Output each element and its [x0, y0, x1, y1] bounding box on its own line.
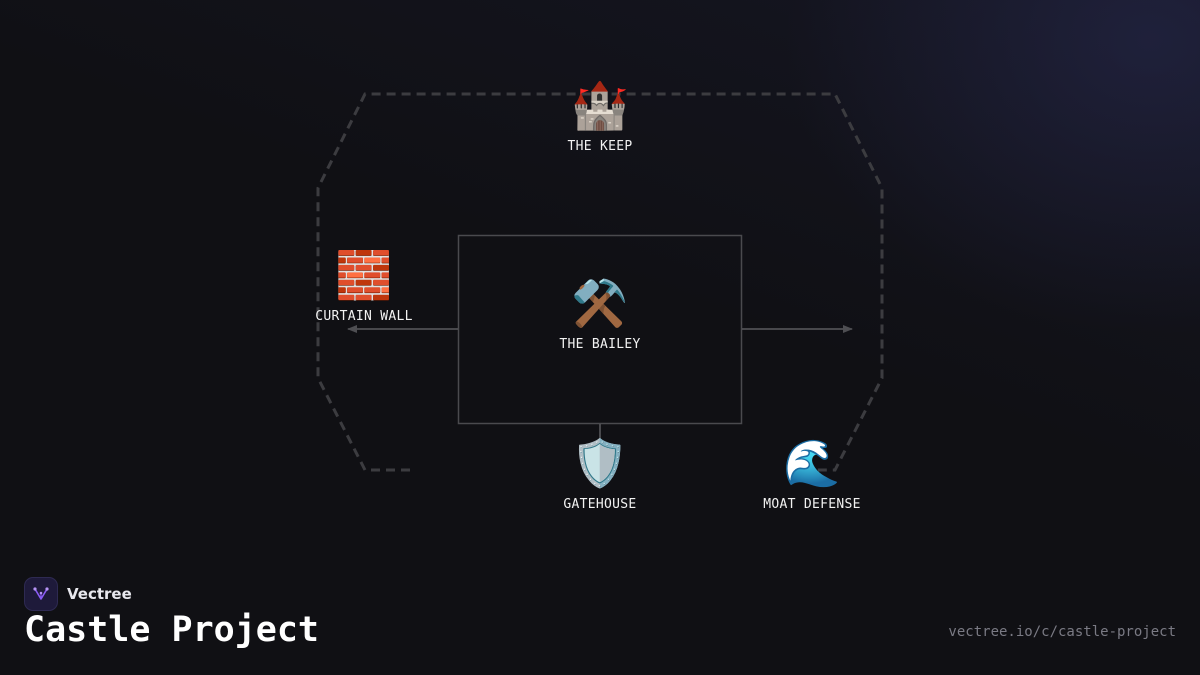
- node-label: THE BAILEY: [559, 337, 641, 352]
- brick-icon: 🧱: [335, 248, 393, 302]
- brand-name: Vectree: [67, 585, 132, 603]
- node-the-bailey[interactable]: ⚒️ THE BAILEY: [520, 275, 680, 352]
- wave-icon: 🌊: [783, 436, 841, 490]
- node-label: THE KEEP: [567, 139, 633, 154]
- node-gatehouse[interactable]: 🛡️ GATEHOUSE: [520, 435, 680, 512]
- node-label: GATEHOUSE: [563, 497, 637, 512]
- hammer-and-pick-icon: ⚒️: [571, 276, 629, 330]
- perimeter-dashed-outline: [316, 92, 884, 472]
- brand[interactable]: Vectree: [24, 577, 132, 611]
- bailey-box: [457, 234, 743, 425]
- node-moat-defense[interactable]: 🌊 MOAT DEFENSE: [732, 435, 892, 512]
- node-label: CURTAIN WALL: [315, 309, 413, 324]
- node-the-keep[interactable]: 🏰 THE KEEP: [520, 77, 680, 154]
- vectree-logo-icon: [24, 577, 58, 611]
- node-label: MOAT DEFENSE: [763, 497, 861, 512]
- page-title: Castle Project: [24, 610, 320, 650]
- castle-icon: 🏰: [571, 78, 629, 132]
- shield-icon: 🛡️: [571, 436, 629, 490]
- node-curtain-wall[interactable]: 🧱 CURTAIN WALL: [284, 247, 444, 324]
- project-url-link[interactable]: vectree.io/c/castle-project: [948, 624, 1176, 640]
